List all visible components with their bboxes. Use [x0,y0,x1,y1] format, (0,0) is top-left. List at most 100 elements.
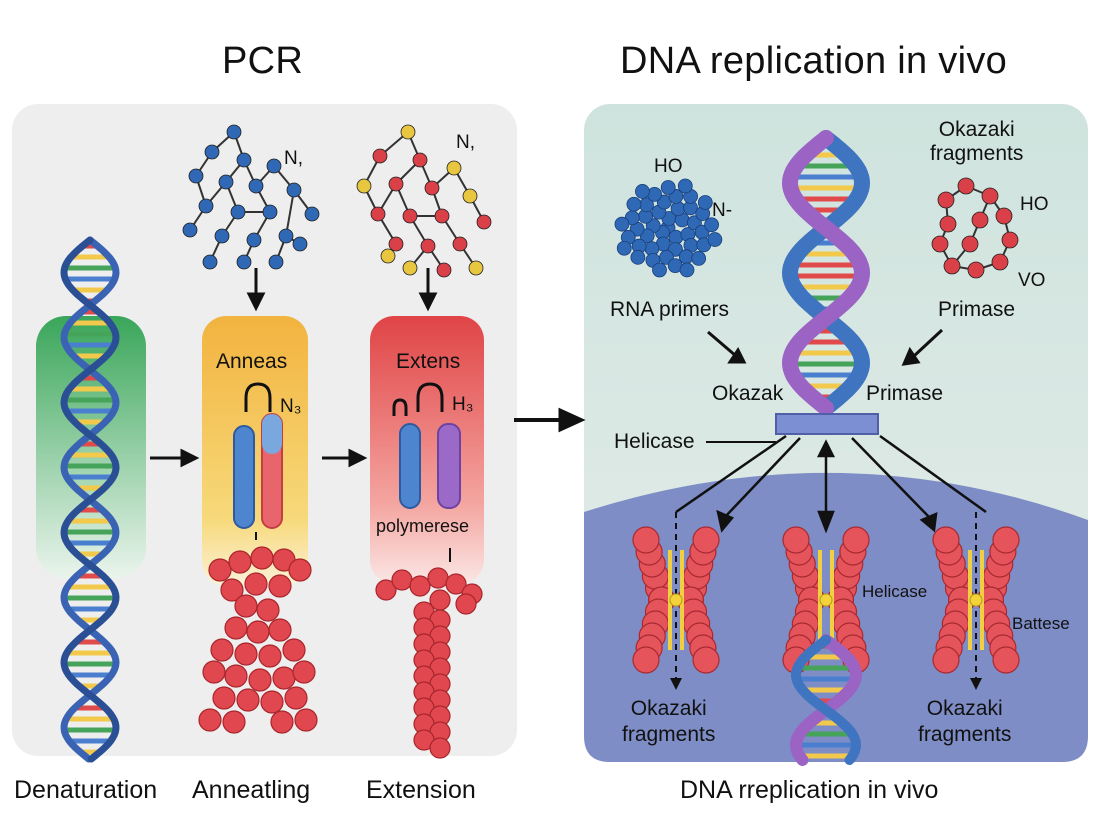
extend-box [370,316,484,584]
atom [462,188,478,204]
atom [995,207,1013,225]
atom [198,198,214,214]
atom [981,187,999,205]
rna-primers-label: RNA primers [610,298,730,321]
atom [262,204,278,220]
atom [182,222,198,238]
bead [248,668,272,692]
dna-helix-denature [60,236,120,763]
atom [278,228,294,244]
atom [468,260,484,276]
okazaki-left-label: Okazaki fragments [622,697,716,746]
helicase-bar [775,413,879,435]
okazak-label: Okazak [712,382,784,405]
primase-top-label: Primase [938,298,1016,321]
atom [957,177,975,195]
bead [375,579,397,601]
battese-label: Battese [1012,614,1070,633]
bead [268,618,292,642]
atom [630,249,646,265]
step-denaturation: Denaturation [14,776,158,804]
atom [971,211,989,229]
atom [652,262,667,278]
invivo-bottom-label: DNA rreplication in vivo [680,776,939,804]
atom [388,236,404,252]
atom [707,232,723,247]
red-yellow-molecule [356,124,492,278]
anneal-tube-blue [233,425,255,529]
bead [288,558,312,582]
bead [260,690,284,714]
atom [412,152,428,168]
atom [424,180,440,196]
atom [616,240,632,256]
atom [226,124,242,140]
anneal-box-title: Anneas [216,350,288,373]
atom [370,206,386,222]
atom [939,215,957,233]
bead [258,644,282,668]
atom [248,178,264,194]
bead [268,574,292,598]
dna-helix-small [789,634,863,766]
bead [208,558,232,582]
helicase-left-label: Helicase [614,430,695,453]
bead [244,572,268,596]
atom [268,254,284,270]
ho-left-label: HO [654,156,683,177]
bead [210,638,234,662]
bead [427,567,449,589]
atom [677,178,693,194]
atom [961,235,979,253]
atom [697,195,713,210]
extend-box-sub: polymerese [376,516,470,536]
atom [434,208,450,224]
atom [436,262,452,278]
bead [202,660,226,684]
atom [626,196,642,212]
atom [679,262,695,278]
bead [409,575,431,597]
atom [1001,231,1019,249]
bead [429,737,451,759]
atom [476,214,492,230]
extend-bead-chain [375,567,483,759]
n-left-label: N- [712,200,733,221]
invivo-title: DNA replication in vivo [620,40,1008,82]
atom [236,254,252,270]
bead [212,686,236,710]
atom [402,208,418,224]
atom [236,152,252,168]
molecule-label-2: N, [456,132,475,153]
okazaki-right-label: Okazaki fragments [918,697,1012,746]
primase-mid-label: Primase [866,382,944,405]
atom [931,235,949,253]
atom [218,174,234,190]
atom [204,144,220,160]
atom [292,236,308,252]
atom [286,182,302,198]
bead [224,664,248,688]
bead [292,660,316,684]
bead [294,708,318,732]
bead [224,616,248,640]
bead [236,688,260,712]
atom [691,251,707,266]
vo-right-label: VO [1018,270,1046,291]
bead [222,710,246,734]
atom [670,201,686,217]
atom [614,216,630,232]
helicase-mid-label: Helicase [862,582,928,601]
atom [635,184,650,199]
atom [943,257,961,275]
bead [246,620,270,644]
bead [234,594,258,618]
rna-primer-molecule [614,178,723,278]
bead [391,569,413,591]
chromosome-right [932,526,1020,674]
molecule-label-1: N, [284,148,303,169]
ho-right-label: HO [1020,194,1049,215]
bead [270,710,294,734]
anneal-box-tag: N₃ [280,396,302,417]
